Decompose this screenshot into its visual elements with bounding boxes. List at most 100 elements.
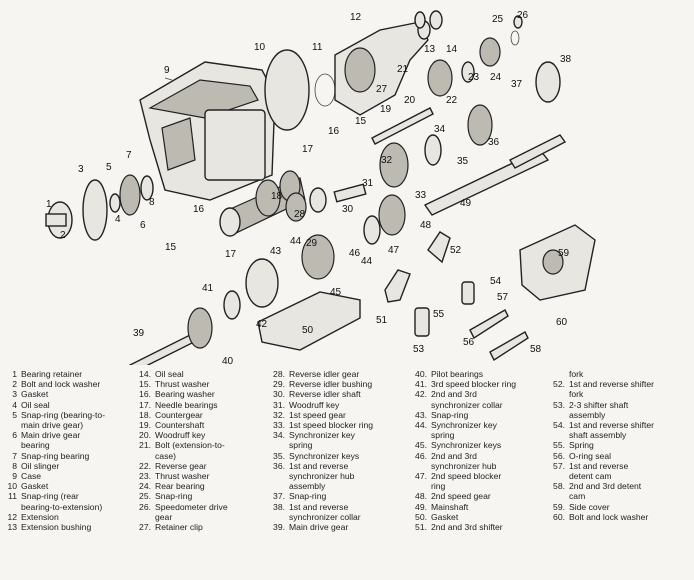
callout-number: 18 xyxy=(271,191,283,202)
legend-item: 47.2nd speed blocker xyxy=(414,471,516,481)
legend-item-number: 31. xyxy=(273,399,285,410)
legend-item: ring xyxy=(414,481,516,491)
callout-number: 59 xyxy=(558,248,570,259)
callout-number: 47 xyxy=(388,245,400,256)
sync-collar-42-shape xyxy=(245,258,279,308)
legend-item-number: 54. xyxy=(553,420,565,431)
legend-item-number xyxy=(552,430,569,440)
legend-item-description: Reverse idler shaft xyxy=(289,389,361,400)
callout-number: 41 xyxy=(202,283,214,294)
legend-item: 50.Gasket xyxy=(414,512,516,522)
legend-item-description: Countershaft xyxy=(155,420,205,431)
legend-item-number xyxy=(272,481,289,491)
legend-item-number: 12 xyxy=(7,511,17,522)
legend-item-description: bearing-to-extension) xyxy=(21,501,103,512)
legend-item-number: 45. xyxy=(415,440,427,451)
shifter-shaft-53-shape xyxy=(414,307,430,337)
legend-item-number: 48. xyxy=(415,491,427,502)
callout-number: 1 xyxy=(46,199,52,210)
legend-item-number: 15. xyxy=(139,379,151,390)
legend-item: 20.Woodruff key xyxy=(138,430,228,440)
legend-item-number: 11 xyxy=(8,491,17,502)
legend-item: 43.Snap-ring xyxy=(414,410,516,420)
legend-item-number xyxy=(4,502,21,512)
legend-item-description: 2nd speed blocker xyxy=(431,471,502,482)
legend-item-number: 6 xyxy=(12,430,17,441)
reverse-idler-drawing xyxy=(285,183,367,222)
legend-item-number: 28. xyxy=(273,369,285,379)
legend-item-description: Gasket xyxy=(21,389,49,400)
legend-item: 39.Main drive gear xyxy=(272,522,373,532)
front-bearing-retainer-drawing xyxy=(45,174,154,241)
callout-number: 4 xyxy=(115,214,121,225)
legend-item-number: 56. xyxy=(553,450,565,461)
legend-item-number: 42. xyxy=(415,389,427,400)
legend-item: 36.1st and reverse xyxy=(272,461,373,471)
legend-item-number: 7 xyxy=(12,450,17,461)
legend-item: 60.Bolt and lock washer xyxy=(552,512,654,522)
legend-item-number: 16. xyxy=(139,389,151,400)
callout-number: 32 xyxy=(381,155,393,166)
legend-item-description: Snap-ring (rear xyxy=(21,491,79,502)
callout-number: 31 xyxy=(362,178,374,189)
first-speed-gear-shape xyxy=(379,142,409,188)
sync-hub-46-shape xyxy=(301,234,335,280)
legend-item-number: 8 xyxy=(12,460,17,471)
legend-item-description: 1st and reverse xyxy=(289,501,349,512)
legend-item: fork xyxy=(552,389,654,399)
legend-item-number: 20. xyxy=(139,430,151,441)
legend-item: 14.Oil seal xyxy=(138,369,228,379)
legend-item-number: 50. xyxy=(415,511,427,522)
callout-number: 57 xyxy=(497,292,509,303)
callout-number: 49 xyxy=(460,198,472,209)
callout-number: 21 xyxy=(397,64,409,75)
countershaft-shape xyxy=(371,107,434,145)
legend-item-number xyxy=(414,400,431,410)
legend-item-description: gear xyxy=(155,511,173,522)
callout-number: 44 xyxy=(361,256,373,267)
legend-item: 19.Countershaft xyxy=(138,420,228,430)
legend-item-description: Snap-ring xyxy=(431,409,469,420)
legend-item: bearing-to-extension) xyxy=(4,502,105,512)
shifter-fork-51-shape xyxy=(384,269,411,303)
callout-number: 60 xyxy=(556,317,568,328)
legend-item-number: 41. xyxy=(415,379,427,390)
callout-number: 17 xyxy=(302,144,314,155)
legend-item-number: 27. xyxy=(139,522,151,533)
legend-item-number: 51. xyxy=(415,522,427,533)
callout-number: 23 xyxy=(468,72,480,83)
legend-item: 16.Bearing washer xyxy=(138,389,228,399)
legend-item: 32.1st speed gear xyxy=(272,410,373,420)
legend-item: 48.2nd speed gear xyxy=(414,491,516,501)
legend-item-number: 25. xyxy=(139,491,151,502)
callout-number: 40 xyxy=(222,356,234,365)
callout-number: 2 xyxy=(60,230,66,241)
legend-item-description: 1st and reverse xyxy=(569,460,629,471)
legend-item-description: 2nd and 3rd shifter xyxy=(431,522,503,533)
callout-number: 16 xyxy=(193,204,205,215)
sync-hub-36-shape xyxy=(467,104,493,146)
legend-item-description: main drive gear) xyxy=(21,420,84,431)
legend-item-number: 34. xyxy=(273,430,285,441)
legend-item-number: 35. xyxy=(273,450,285,461)
legend-item-description: synchronizer collar xyxy=(431,399,503,410)
legend-item-number: 17. xyxy=(139,399,151,410)
legend-item-number xyxy=(552,369,569,379)
legend-item-description: ring xyxy=(431,481,446,492)
legend-item-description: 1st and reverse shifter xyxy=(569,420,655,431)
legend-item: 27.Retainer clip xyxy=(138,522,228,532)
callout-number: 10 xyxy=(254,42,266,53)
bushing-13-shape xyxy=(414,11,426,29)
legend-item: 30.Reverse idler shaft xyxy=(272,389,373,399)
legend-item: 29.Reverse idler bushing xyxy=(272,379,373,389)
callout-number: 24 xyxy=(490,72,502,83)
blocker-ring-47-shape xyxy=(363,215,381,245)
